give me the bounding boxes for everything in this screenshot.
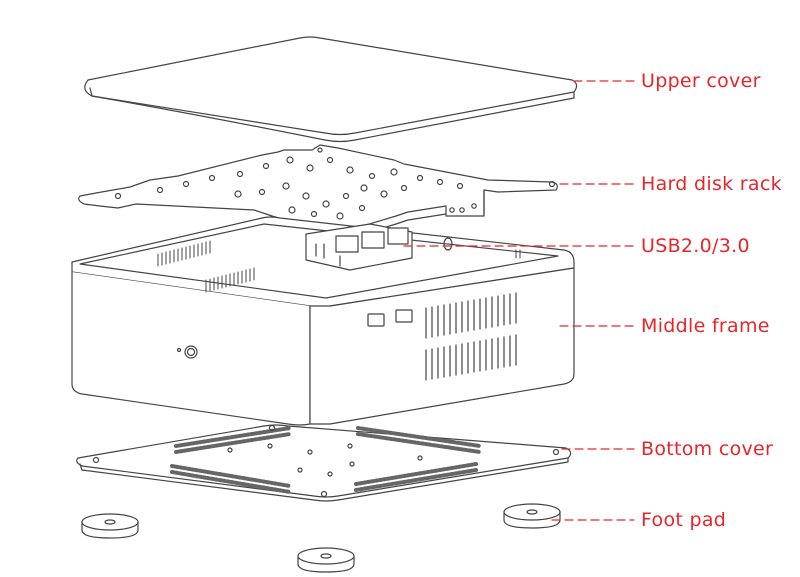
foot-pad-middle	[297, 547, 355, 573]
label-upper-cover: Upper cover	[641, 70, 761, 92]
label-bottom-cover: Bottom cover	[641, 438, 774, 460]
upper-cover-part	[84, 36, 578, 143]
bottom-cover-part	[76, 424, 572, 502]
label-foot-pad: Foot pad	[641, 509, 727, 531]
foot-pad-right	[503, 503, 561, 529]
label-hard-disk-rack: Hard disk rack	[641, 173, 782, 195]
middle-frame-part	[71, 216, 575, 426]
label-middle-frame: Middle frame	[641, 315, 770, 337]
label-usb: USB2.0/3.0	[641, 235, 750, 257]
foot-pad-left	[81, 513, 139, 539]
